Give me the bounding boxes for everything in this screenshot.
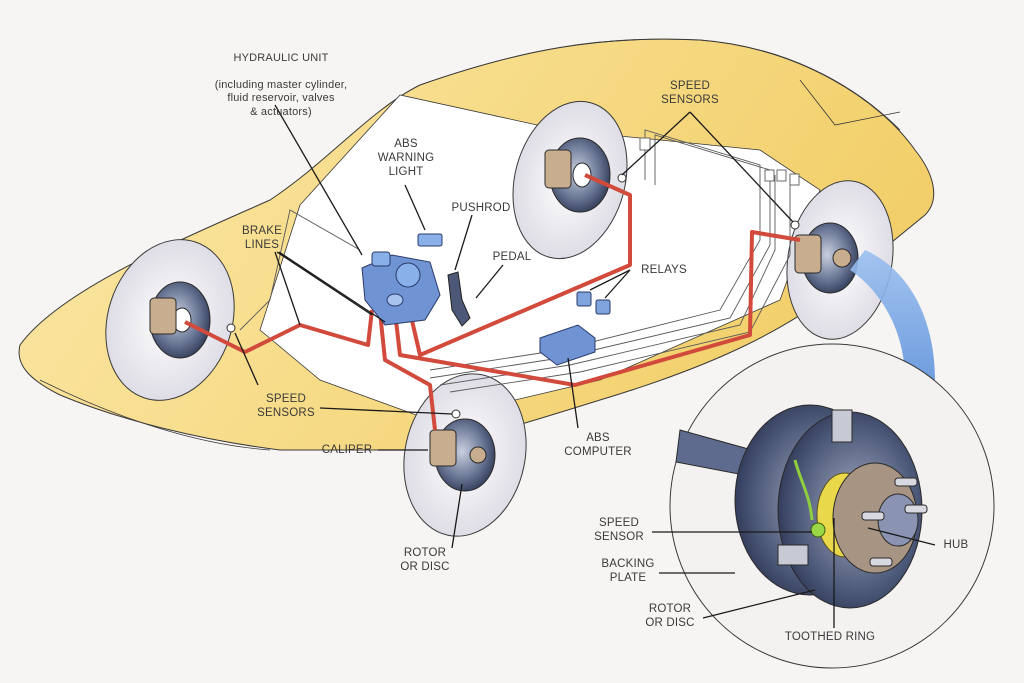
label-speed-sensors-bottom: SPEED SENSORS <box>257 393 315 419</box>
label-abs-warning-light: ABS WARNING LIGHT <box>377 138 435 178</box>
relay-1 <box>576 291 592 307</box>
hydraulic-unit <box>361 251 441 326</box>
wheel-front-left <box>105 239 235 401</box>
inset-label-toothed-ring: TOOTHED RING <box>784 631 876 643</box>
label-hydraulic-unit-detail: (including master cylinder, fluid reserv… <box>214 78 348 118</box>
speed-sensor-front-right <box>451 409 461 419</box>
speed-sensor-rear-left <box>617 173 627 183</box>
wheel-rear-right <box>786 180 894 340</box>
label-relays: RELAYS <box>641 264 687 276</box>
speed-sensor-rear-right <box>790 220 800 230</box>
detail-inset <box>669 343 995 669</box>
inset-label-rotor-or-disc: ROTOR OR DISC <box>645 603 695 629</box>
label-brake-lines: BRAKE LINES <box>242 225 282 251</box>
inset-label-speed-sensor: SPEED SENSOR <box>594 517 644 543</box>
abs-computer <box>539 324 596 366</box>
label-speed-sensors-top: SPEED SENSORS <box>661 80 719 106</box>
label-hydraulic-unit-title: HYDRAULIC UNIT <box>233 51 329 64</box>
label-pedal: PEDAL <box>492 251 532 263</box>
pedal <box>447 271 471 327</box>
relay-2 <box>595 299 611 315</box>
label-hydraulic-unit: HYDRAULIC UNIT (including master cylinde… <box>176 38 386 133</box>
wheel-rear-left <box>512 100 628 260</box>
label-caliper: CALIPER <box>321 444 373 456</box>
inset-label-hub: HUB <box>943 539 969 551</box>
inset-label-backing-plate: BACKING PLATE <box>601 558 655 584</box>
speed-sensor-front-left <box>226 323 236 333</box>
abs-warning-light <box>417 233 443 247</box>
leader-lines <box>234 104 936 628</box>
label-rotor-or-disc: ROTOR OR DISC <box>400 547 450 573</box>
label-pushrod: PUSHROD <box>451 202 511 214</box>
label-abs-computer: ABS COMPUTER <box>564 432 632 458</box>
zoom-callout-stream <box>850 250 935 380</box>
